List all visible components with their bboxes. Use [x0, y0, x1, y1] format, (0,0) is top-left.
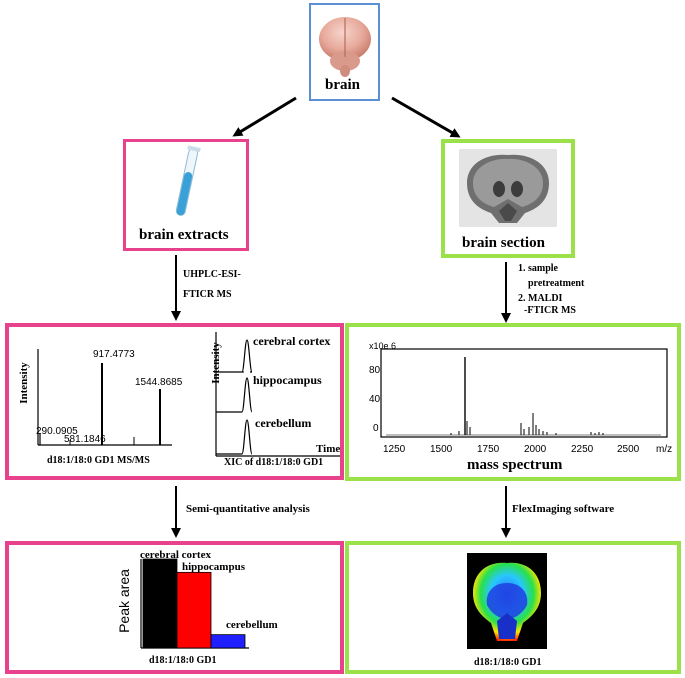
brain-extracts-box: brain extracts — [123, 139, 249, 251]
spectrum-xtick-1500: 1500 — [430, 444, 453, 455]
step-line-4: -FTICR MS — [524, 305, 576, 316]
bar-cerebellum — [210, 634, 246, 649]
brain-box: brain — [309, 3, 380, 101]
peak-917: 917.4773 — [93, 349, 135, 360]
bar-cerebral-cortex — [142, 558, 178, 649]
xic-trace-cortex: cerebral cortex — [253, 334, 331, 348]
bar-label-cerebellum: cerebellum — [226, 619, 278, 631]
brain-icon — [319, 17, 371, 77]
bar-label-cortex: cerebral cortex — [140, 549, 211, 561]
brain-section-label: brain section — [462, 235, 545, 251]
spectrum-ytick-80: 80 — [369, 365, 381, 376]
spectrum-xtick-1250: 1250 — [383, 444, 406, 455]
peak-1544: 1544.8685 — [135, 377, 183, 388]
peak-581: 581.1846 — [64, 434, 106, 445]
uhplc-method-line1: UHPLC-ESI- — [183, 269, 241, 280]
maldi-image-caption: d18:1/18:0 GD1 — [474, 657, 542, 668]
xic-caption: XIC of d18:1/18:0 GD1 — [224, 457, 324, 468]
brain-section-image — [459, 149, 557, 227]
bar-chart-caption: d18:1/18:0 GD1 — [149, 655, 217, 666]
brain-section-box: brain section — [441, 139, 575, 258]
bar-chart-box: Peak area cerebral cortex hippocampus ce… — [5, 541, 344, 674]
spectrum-xtick-2000: 2000 — [524, 444, 547, 455]
spectrum-xtick-2250: 2250 — [571, 444, 594, 455]
spectrum-xtick-1750: 1750 — [477, 444, 500, 455]
spectrum-xtick-2500: 2500 — [617, 444, 640, 455]
mass-spectrum-box: x10e 6 80 40 0 1250 1500 1750 20 — [345, 323, 681, 481]
xic-trace-cerebellum: cerebellum — [255, 416, 312, 430]
spectrum-unit: m/z — [656, 444, 673, 455]
step-line-1: 1. sample — [518, 263, 558, 274]
xic-xlabel: Time — [316, 443, 341, 455]
msms-xic-box: Intensity 917.4773 1544.8685 290.0905 58… — [5, 323, 344, 480]
mass-spectrum-plot — [380, 348, 668, 438]
msms-spectrum — [37, 349, 172, 446]
bar-label-hippocampus: hippocampus — [182, 561, 245, 573]
flexmaging-label: FlexImaging software — [512, 503, 615, 515]
peak-290: 290.0905 — [36, 426, 78, 437]
test-tube-icon — [175, 145, 201, 216]
mass-spectrum-caption: mass spectrum — [467, 457, 563, 473]
bar-chart — [140, 558, 249, 649]
maldi-ion-image — [467, 553, 547, 649]
brain-extracts-label: brain extracts — [139, 227, 229, 243]
spectrum-ytick-0: 0 — [373, 423, 379, 434]
uhplc-method-line2: FTICR MS — [183, 289, 232, 300]
xic-traces — [215, 332, 340, 457]
xic-trace-hippocampus: hippocampus — [253, 373, 322, 387]
maldi-image-box: d18:1/18:0 GD1 — [345, 541, 681, 674]
bar-hippocampus — [176, 571, 212, 649]
spectrum-multiplier: x10e 6 — [369, 341, 397, 351]
spectrum-ytick-40: 40 — [369, 394, 381, 405]
step-line-2: pretreatment — [528, 278, 585, 289]
msms-ylabel: Intensity — [17, 362, 30, 404]
brain-label: brain — [325, 77, 361, 93]
step-line-3: 2. MALDI — [518, 293, 563, 304]
msms-caption: d18:1/18:0 GD1 MS/MS — [47, 455, 150, 466]
semi-quantitative-label: Semi-quantitative analysis — [186, 503, 310, 515]
